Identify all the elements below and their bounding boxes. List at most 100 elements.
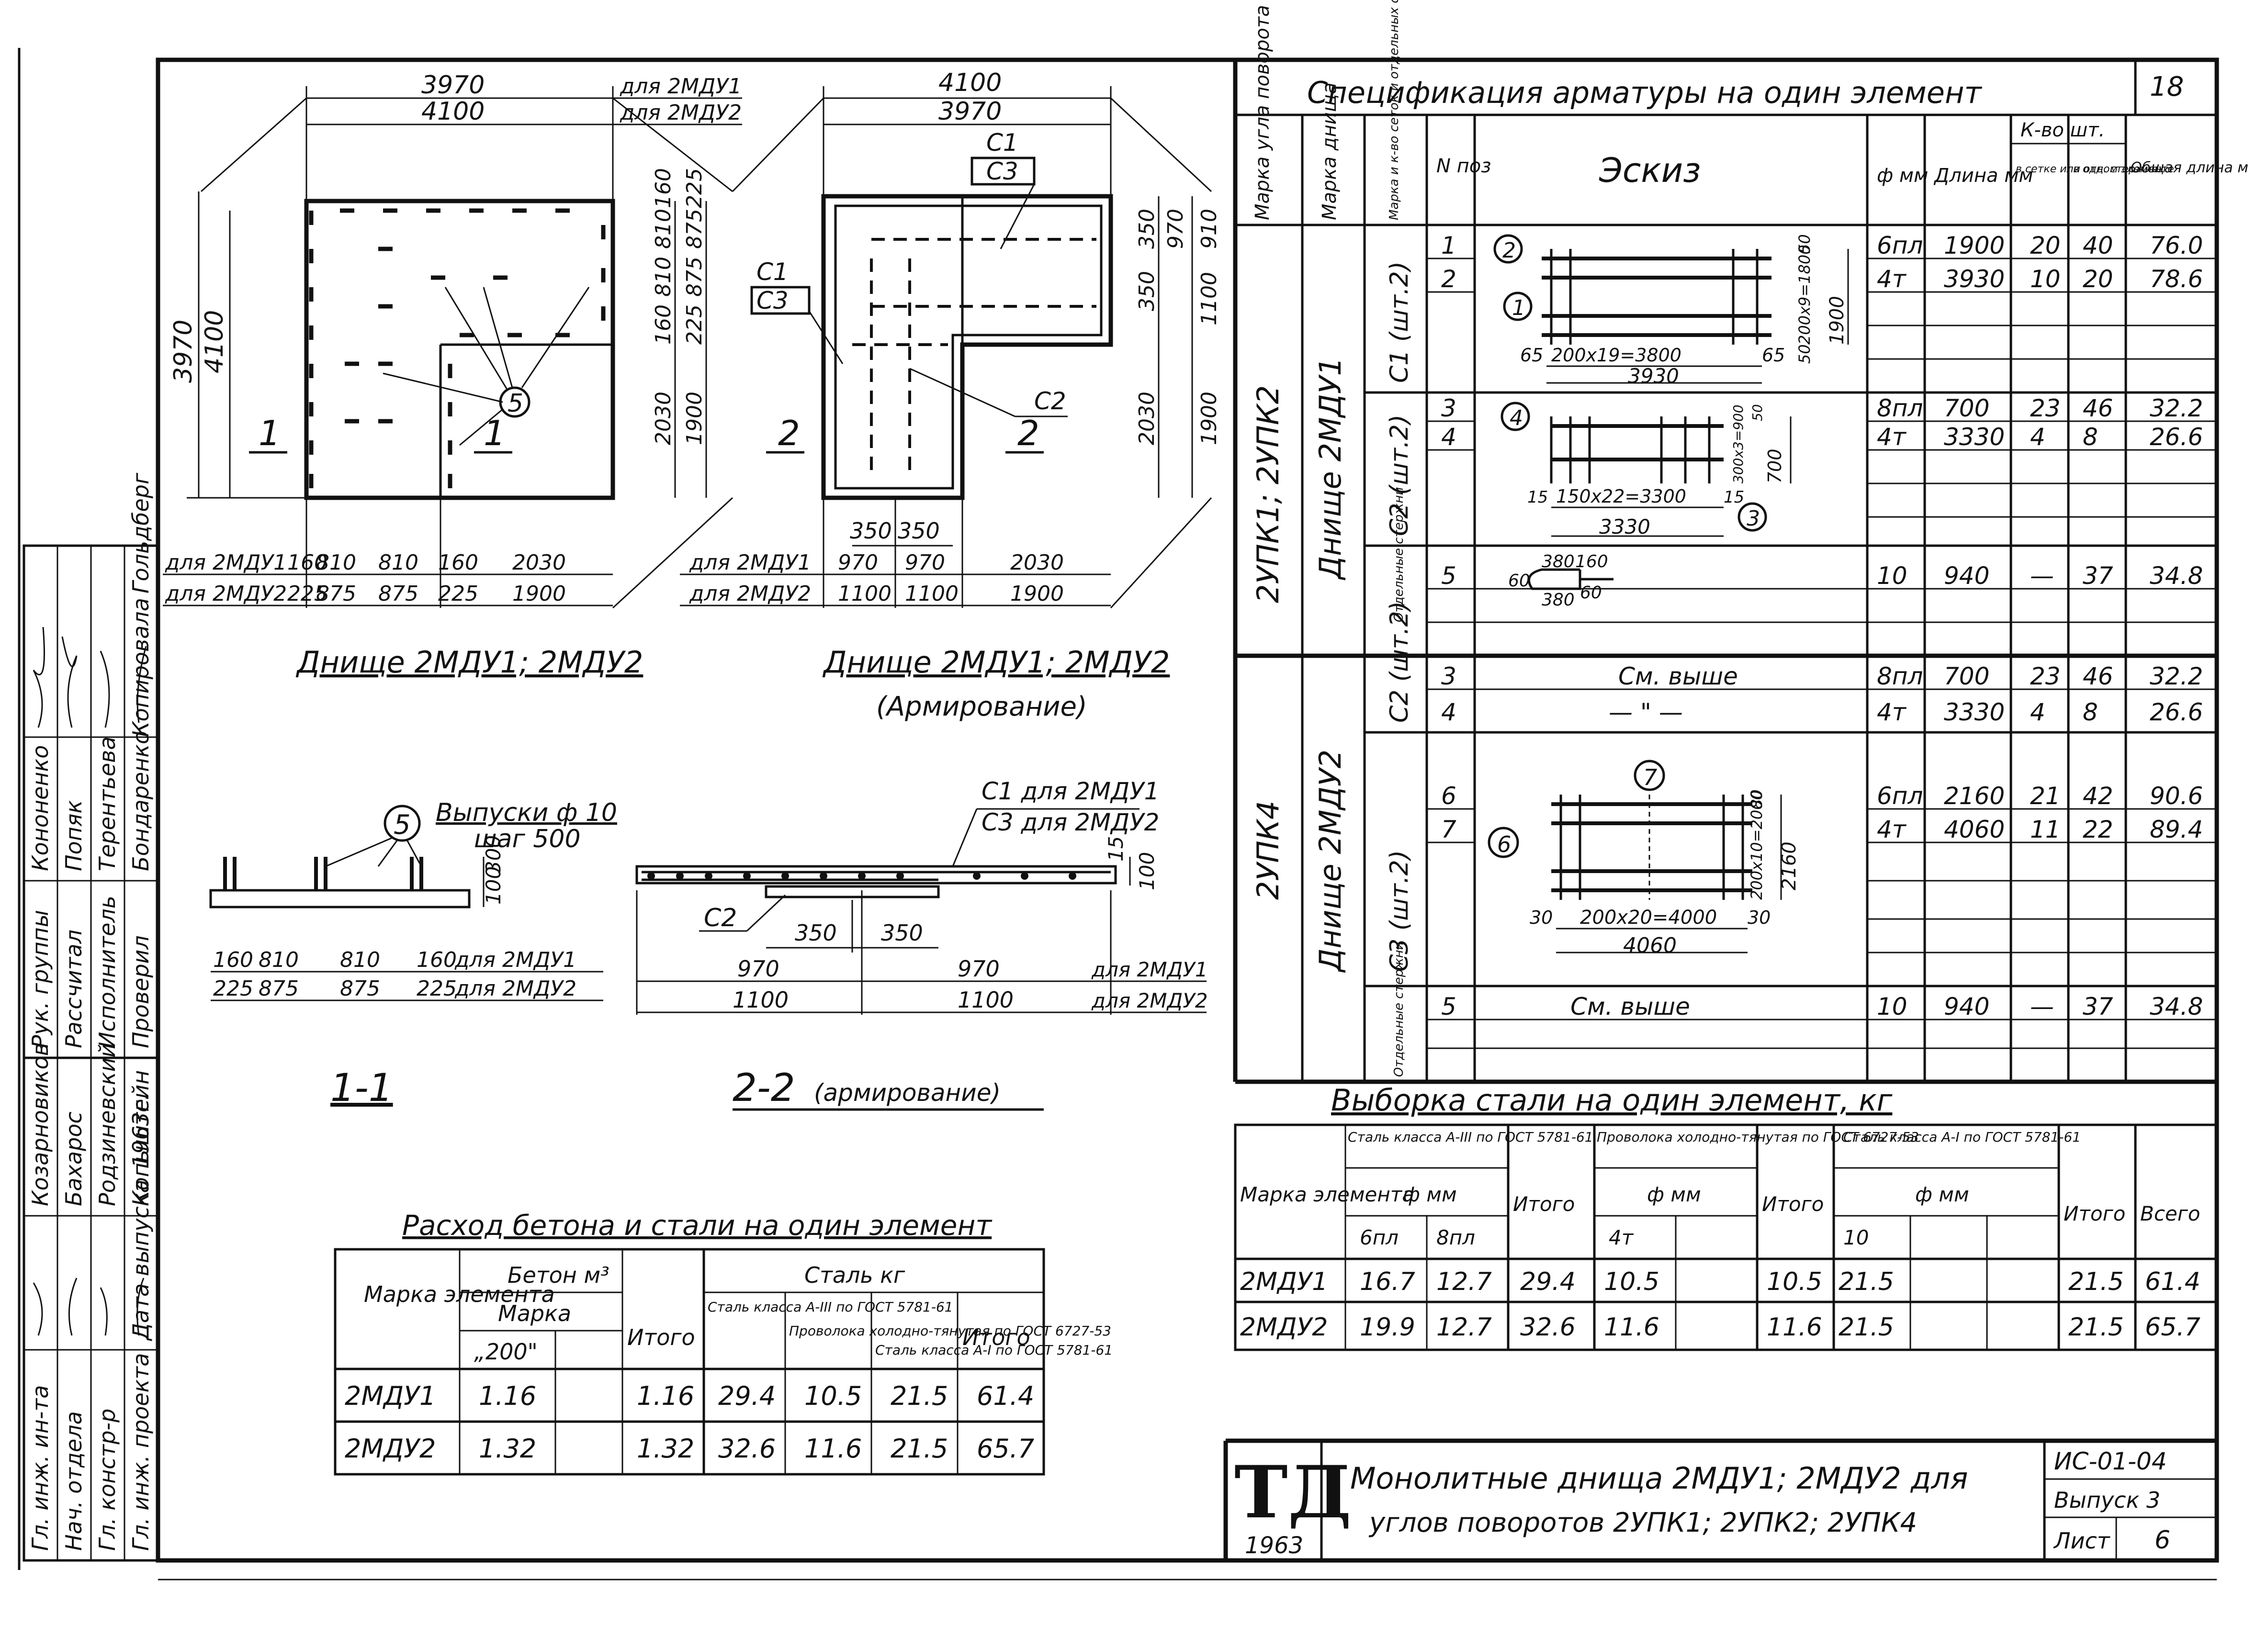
sk1-p2: 2 bbox=[1502, 238, 1516, 263]
s11-caption: 1-1 bbox=[330, 1065, 393, 1110]
spec-n1-0: 20 bbox=[2030, 232, 2061, 259]
sk2-d3: 15 bbox=[1527, 488, 1548, 507]
p1-r2-3: 225 bbox=[682, 304, 707, 345]
spec-g2-corner: 2УПК4 bbox=[1251, 801, 1286, 900]
steel-r1-10: 21.5 bbox=[2068, 1313, 2124, 1342]
sk2-d6: 700 bbox=[1764, 448, 1785, 483]
ct-r1-5: 11.6 bbox=[804, 1434, 862, 1464]
p1-section-mark-right: 1 bbox=[484, 413, 506, 453]
steel-h-mark: Марка элемента bbox=[1240, 1183, 1414, 1206]
p1-dim-top2: 4100 bbox=[421, 97, 485, 126]
sk1-d5: 200x9=1800 bbox=[1795, 245, 1814, 345]
spec-n1-7: 21 bbox=[2030, 782, 2061, 810]
s22-mesh: С2 bbox=[704, 904, 737, 932]
sk4-d3: 30 bbox=[1530, 907, 1553, 928]
s22-note1: С1 для 2МДУ1 bbox=[982, 777, 1159, 805]
ct-r1-6: 21.5 bbox=[891, 1434, 948, 1464]
p2-b1-1: 970 bbox=[905, 550, 945, 575]
spec-pos-7: 6 bbox=[1441, 782, 1456, 810]
sk2-d5: 300x3=900 bbox=[1730, 404, 1746, 483]
ct-h-s2: Проволока холодно-тянутая по ГОСТ 6727-5… bbox=[789, 1323, 1111, 1339]
steel-h-a1: Сталь класса А-I по ГОСТ 5781-61 bbox=[1843, 1129, 2081, 1145]
sk1-d1: 200x19=3800 bbox=[1551, 345, 1681, 366]
steel-h-dia-2: ф мм bbox=[1647, 1183, 1701, 1206]
p2-mesh-c2: С2 bbox=[1034, 387, 1066, 415]
spec-tot-2: 32.2 bbox=[2150, 394, 2203, 422]
steel-sub-1: 8пл bbox=[1436, 1226, 1475, 1249]
stamp-role-6: Рук. группы bbox=[27, 910, 53, 1048]
p2-r1-1: 350 bbox=[1135, 271, 1159, 311]
spec-n2-0: 40 bbox=[2083, 232, 2113, 259]
p1-b2-1: 875 bbox=[316, 582, 356, 606]
p2-r1-0: 350 bbox=[1135, 209, 1159, 249]
s22-caption-note: (армирование) bbox=[814, 1079, 1001, 1107]
spec-sketch-5: См. выше bbox=[1618, 662, 1738, 690]
p1-callout: 5 bbox=[508, 389, 523, 418]
p2-section-mark-right: 2 bbox=[1017, 413, 1039, 453]
ct-r0-5: 10.5 bbox=[804, 1381, 862, 1411]
spec-h-count-elem: в одном элементе bbox=[2073, 163, 2174, 175]
p2-caption: Днище 2МДУ1; 2МДУ2 bbox=[822, 645, 1170, 680]
p2-r1-3: 2030 bbox=[1135, 392, 1159, 445]
spec-g1-corner: 2УПК1; 2УПК2 bbox=[1251, 385, 1286, 603]
steel-r0-0: 2МДУ1 bbox=[1240, 1267, 1328, 1296]
sk4-d6: 2160 bbox=[1778, 841, 1800, 890]
steel-r1-2: 12.7 bbox=[1436, 1313, 1492, 1342]
spec-tot-8: 89.4 bbox=[2150, 816, 2203, 843]
ct-r1-3: 1.32 bbox=[637, 1434, 694, 1464]
ct-r0-1: 1.16 bbox=[479, 1381, 536, 1411]
sk1-d6: 1900 bbox=[1826, 296, 1848, 345]
stamp-role-7: Рассчитал bbox=[61, 930, 87, 1048]
stamp-name-4: Копыштейн bbox=[128, 1070, 154, 1206]
side-stamp: Гл. инж. ин-та Нач. отдела Гл. констр-р … bbox=[23, 472, 159, 1562]
spec-n2-6: 8 bbox=[2083, 698, 2098, 726]
steel-r0-10: 21.5 bbox=[2068, 1267, 2124, 1296]
title-issue: Выпуск 3 bbox=[2054, 1487, 2160, 1513]
spec-h-count: К-во шт. bbox=[2020, 119, 2105, 141]
steel-h-all: Всего bbox=[2140, 1202, 2200, 1225]
spec-tot-7: 90.6 bbox=[2150, 782, 2203, 810]
title-line1: Монолитные днища 2МДУ1; 2МДУ2 для bbox=[1350, 1461, 1968, 1496]
spec-table: Спецификация арматуры на один элемент 18… bbox=[1233, 0, 2248, 1084]
spec-pos-0: 1 bbox=[1441, 232, 1456, 259]
s22-caption: 2-2 bbox=[733, 1065, 795, 1110]
steel-h-total-3: Итого bbox=[2064, 1202, 2125, 1225]
sketch-mesh-c3: 7 6 200x20=4000 4060 30 30 200x10=2000 2… bbox=[1488, 760, 1800, 958]
stamp-name-10: Гольдберг bbox=[128, 472, 154, 594]
s11-r2-3: 225 bbox=[417, 976, 457, 1001]
ct-h-total: Итого bbox=[627, 1324, 695, 1350]
s11-r1-0: 160 bbox=[213, 948, 253, 972]
spec-pos-1: 2 bbox=[1441, 265, 1456, 293]
spec-n2-2: 46 bbox=[2083, 394, 2113, 422]
steel-r1-3: 32.6 bbox=[1520, 1313, 1576, 1342]
p2-subcaption: (Армирование) bbox=[876, 691, 1087, 722]
sk3-d2: 160 bbox=[1575, 552, 1608, 572]
steel-h-wire: Проволока холодно-тянутая по ГОСТ 6727-5… bbox=[1597, 1129, 1919, 1145]
sk2-d1: 150x22=3300 bbox=[1556, 486, 1686, 507]
p1-r2-2: 875 bbox=[682, 257, 707, 297]
sk3-d4: 380 bbox=[1542, 590, 1575, 610]
steel-h-dia-1: ф мм bbox=[1403, 1183, 1457, 1206]
section-2-2: С1 для 2МДУ1 С3 для 2МДУ2 С2 350 350 15 … bbox=[635, 777, 1208, 1111]
spec-len-1: 3930 bbox=[1944, 265, 2005, 293]
spec-tot-0: 76.0 bbox=[2150, 232, 2203, 259]
spec-n2-9: 37 bbox=[2083, 993, 2113, 1020]
p1-b1-3: 160 bbox=[438, 550, 478, 575]
s11-r2-1: 875 bbox=[259, 976, 299, 1001]
spec-tot-4: 34.8 bbox=[2150, 562, 2203, 590]
sk1-p1: 1 bbox=[1512, 296, 1525, 320]
steel-r0-2: 12.7 bbox=[1436, 1267, 1492, 1296]
p2-b2-2: 1900 bbox=[1010, 582, 1064, 606]
spec-h-corner: Марка угла поворота bbox=[1252, 5, 1274, 220]
steel-r0-11: 61.4 bbox=[2145, 1267, 2200, 1296]
sheet-no: 18 bbox=[2150, 71, 2184, 102]
steel-h-dia-3: ф мм bbox=[1915, 1183, 1969, 1206]
sketch-bar: 380 160 60 380 60 bbox=[1508, 552, 1614, 610]
s22-note2: С3 для 2МДУ2 bbox=[982, 808, 1159, 836]
ct-h-steel: Сталь кг bbox=[804, 1262, 905, 1288]
ct-r1-4: 32.6 bbox=[718, 1434, 776, 1464]
p1-dim-top1: 3970 bbox=[421, 71, 485, 100]
s22-r2-1: 1100 bbox=[958, 987, 1014, 1013]
steel-r0-7: 21.5 bbox=[1839, 1267, 1894, 1296]
steel-sub-2: 4т bbox=[1609, 1226, 1634, 1249]
